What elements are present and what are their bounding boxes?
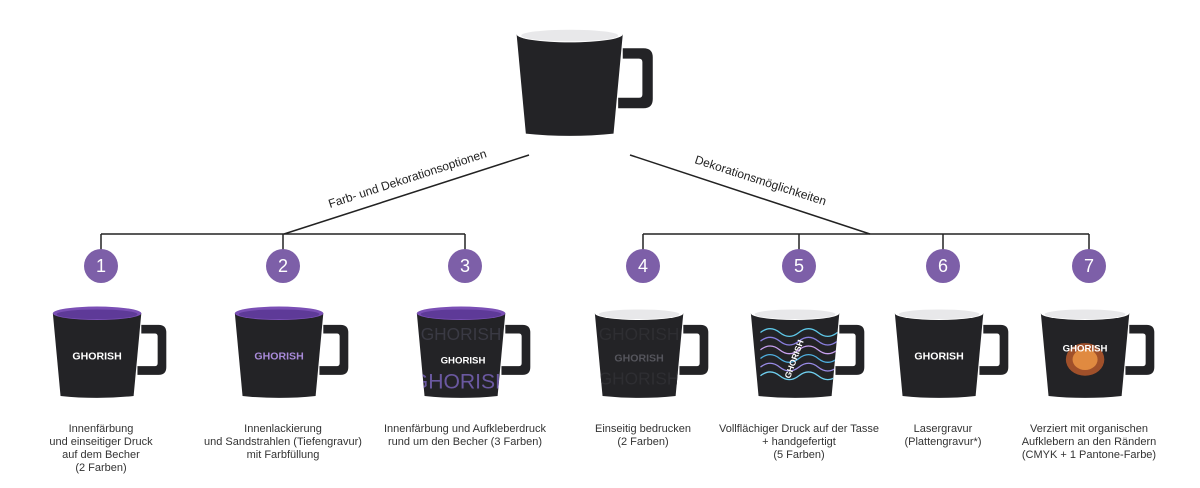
svg-text:GHORISH: GHORISH [614, 352, 663, 364]
option-mug-image-4: GHORISH GHORISH GHORISH [594, 306, 709, 398]
option-mug-image-3: GHORISH GHORISH GHORISH [413, 306, 531, 398]
caption-line: Innenfärbung und Aufkleberdruck [383, 423, 547, 435]
svg-text:GHORISH: GHORISH [441, 355, 486, 366]
right-branch-line [629, 154, 871, 235]
caption-line: mit Farbfüllung [246, 449, 320, 461]
caption-line: Lasergravur [913, 423, 973, 435]
option-mug-image-5: GHORISH [750, 306, 865, 398]
option-number-badge: 1 [84, 249, 118, 283]
caption-line: (2 Farben) [617, 436, 669, 448]
option-number-badge: 5 [782, 249, 816, 283]
option-number-badge: 6 [926, 249, 960, 283]
svg-text:GHORISH: GHORISH [599, 368, 680, 388]
option-number-badge: 2 [266, 249, 300, 283]
caption-line: Innenlackierung [244, 423, 322, 435]
option-mug-image-1: GHORISH [52, 306, 167, 398]
option-caption: Vollflächiger Druck auf der Tasse+ handg… [699, 423, 899, 462]
svg-text:GHORISH: GHORISH [914, 350, 963, 362]
option-number-badge: 7 [1072, 249, 1106, 283]
option-number-badge: 3 [448, 249, 482, 283]
option-mug-image-6: GHORISH [894, 306, 1009, 398]
caption-line: Innenfärbung [68, 423, 134, 435]
svg-text:GHORISH: GHORISH [1063, 344, 1108, 355]
option-caption: Einseitig bedrucken(2 Farben) [543, 423, 743, 449]
main-mug-image [516, 26, 653, 136]
caption-line: Verziert mit organischen [1030, 423, 1148, 435]
caption-line: (Plattengravur*) [904, 436, 982, 448]
option-number-badge: 4 [626, 249, 660, 283]
svg-text:GHORISH: GHORISH [72, 350, 121, 362]
caption-line: (CMYK + 1 Pantone-Farbe) [1021, 449, 1157, 461]
option-mug-image-2: GHORISH [234, 306, 349, 398]
svg-text:GHORISH: GHORISH [421, 324, 502, 344]
svg-text:GHORISH: GHORISH [254, 350, 303, 362]
left-branch-line [283, 154, 530, 235]
option-caption: Lasergravur(Plattengravur*) [843, 423, 1043, 449]
svg-text:GHORISH: GHORISH [413, 370, 510, 393]
option-mug-image-7: GHORISH [1040, 306, 1155, 398]
svg-text:GHORISH: GHORISH [599, 324, 680, 344]
left-branch-label: Farb- und Dekorationsoptionen [327, 146, 489, 210]
right-branch-label: Dekorationsmöglichkeiten [693, 153, 828, 209]
caption-line: und einseitiger Druck [49, 436, 153, 448]
caption-line: Aufklebern an den Rändern [1021, 436, 1157, 448]
caption-line: rund um den Becher (3 Farben) [387, 436, 543, 448]
caption-line: (2 Farben) [75, 462, 127, 474]
caption-line: auf dem Becher [62, 449, 140, 461]
caption-line: Vollflächiger Druck auf der Tasse [719, 423, 879, 435]
caption-line: und Sandstrahlen (Tiefengravur) [204, 436, 362, 448]
caption-line: + handgefertigt [762, 436, 836, 448]
caption-line: (5 Farben) [773, 449, 825, 461]
caption-line: Einseitig bedrucken [594, 423, 691, 435]
